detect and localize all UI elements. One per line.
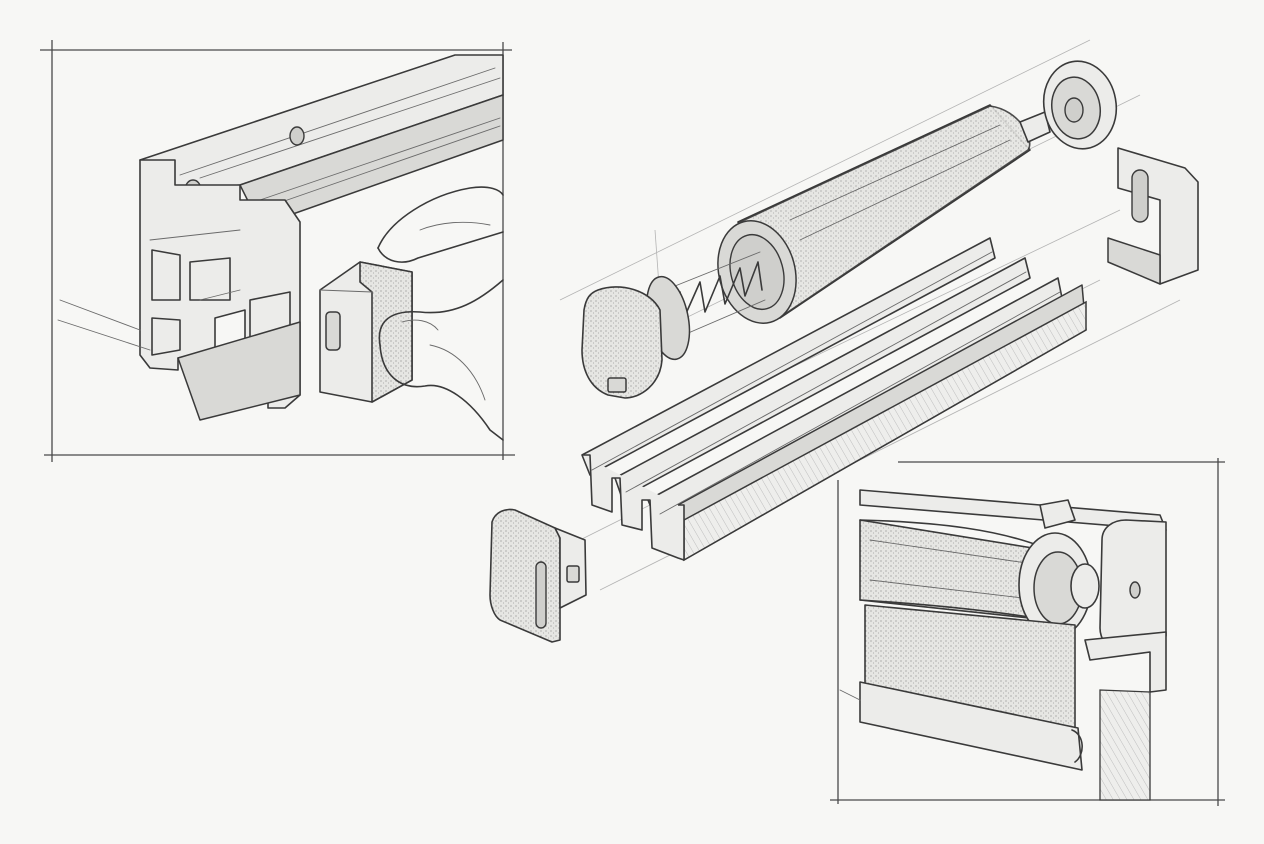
roller-shaft-pulley (1019, 60, 1118, 150)
pulley-hub-icon (1064, 97, 1084, 123)
assembled-bracket (1018, 519, 1167, 693)
left-end-cap (489, 508, 587, 643)
hand-pushing-cap (377, 186, 504, 441)
rail-end-cap (319, 261, 413, 403)
exploded-assembly (489, 39, 1199, 643)
mounting-hole-icon (289, 126, 305, 146)
right-end-bracket (1107, 147, 1199, 285)
bracket-slot-icon (1131, 169, 1149, 223)
rail-closeup-panel (40, 40, 515, 462)
roller-end-plug (581, 286, 663, 399)
assembled-view-panel (830, 458, 1225, 806)
bracket-screw-hole-icon (1129, 581, 1141, 599)
roller-tube (717, 104, 1031, 324)
cap-slot-icon (535, 561, 547, 629)
headrail-channel (581, 237, 1087, 562)
extruded-rail-profile (57, 54, 504, 421)
fabric-drop (839, 604, 1151, 801)
